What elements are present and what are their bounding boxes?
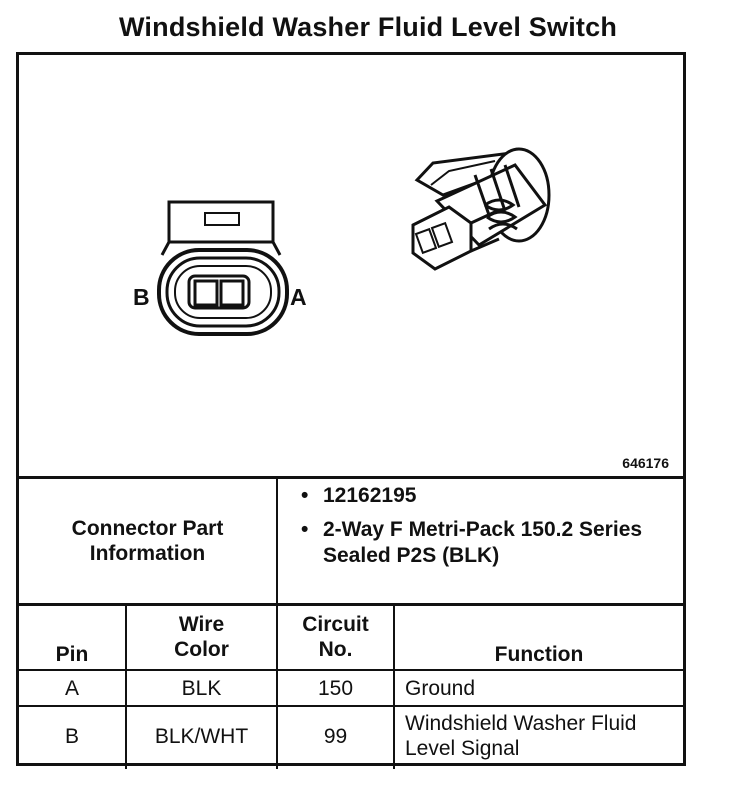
- connector-face-view: [157, 200, 289, 336]
- row-b-wire-color: BLK/WHT: [154, 724, 249, 748]
- page-title: Windshield Washer Fluid Level Switch: [118, 12, 618, 42]
- divider-col-info: [276, 477, 278, 769]
- connector-drawing: [157, 147, 551, 336]
- header-wire-color: Wire Color: [174, 613, 229, 661]
- connector-figure: B A 646176: [19, 55, 683, 477]
- connector-frame: B A 646176 Connector Part Information 12…: [16, 52, 686, 769]
- divider-figure: [19, 476, 683, 479]
- divider-col-pin: [125, 604, 127, 769]
- row-b-pin: B: [64, 724, 79, 748]
- divider-info: [19, 603, 683, 606]
- row-b-circuit: 99: [323, 724, 348, 748]
- connector-info-item: 2-Way F Metri-Pack 150.2 Series Sealed P…: [299, 517, 659, 569]
- connector-info-item: 12162195: [299, 483, 659, 509]
- divider-header: [19, 669, 683, 671]
- row-a-pin: A: [64, 676, 79, 700]
- divider-col-circuit: [393, 604, 395, 769]
- row-a-function: Ground: [405, 676, 476, 700]
- connector-info-list: 12162195 2-Way F Metri-Pack 150.2 Series…: [299, 483, 659, 577]
- connector-info-label: Connector Part Information: [71, 517, 224, 565]
- divider-row-a: [19, 705, 683, 707]
- connector-iso-view: [411, 147, 551, 271]
- figure-number: 646176: [622, 455, 669, 471]
- header-circuit: Circuit No.: [302, 613, 369, 661]
- pin-label-a: A: [290, 284, 307, 310]
- header-pin: Pin: [55, 643, 89, 666]
- header-function: Function: [494, 643, 584, 666]
- row-a-wire-color: BLK: [181, 676, 222, 700]
- row-b-function: Windshield Washer Fluid Level Signal: [405, 712, 637, 760]
- pin-label-b: B: [133, 284, 150, 310]
- row-a-circuit: 150: [317, 676, 354, 700]
